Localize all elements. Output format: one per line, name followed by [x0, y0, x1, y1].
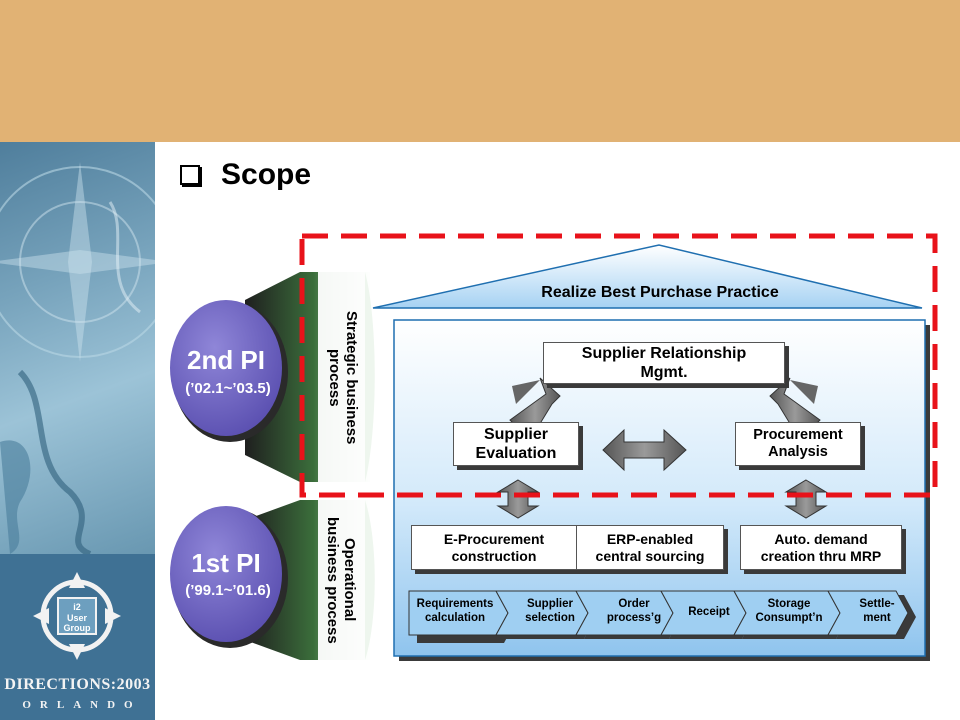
header-band [0, 0, 960, 142]
operational-process-label: Operational business process [324, 516, 358, 644]
svg-text:User: User [67, 613, 88, 623]
logo-subtitle: ORLANDO [22, 699, 142, 711]
process-chevrons [408, 590, 916, 643]
roof-triangle [372, 244, 923, 309]
compass-art-icon [0, 162, 155, 554]
initiative-eprocurement: E-Procurement construction [411, 525, 577, 570]
step-settlement: Settle- ment [859, 598, 895, 624]
step-requirements: Requirements calculation [416, 598, 494, 624]
step-storage: Storage Consumpt’n [755, 598, 823, 624]
initiative-auto-demand: Auto. demand creation thru MRP [740, 525, 902, 570]
phase-2nd-period: (’02.1~’03.5) [185, 380, 271, 397]
phase-2nd-title: 2nd PI [186, 345, 265, 375]
phase-1st-period: (’99.1~’01.6) [185, 582, 271, 599]
initiative-erp-sourcing: ERP-enabled central sourcing [576, 525, 724, 570]
checkbox-bullet-icon [180, 165, 200, 185]
phase-circle-1st [170, 506, 282, 642]
slide-title: Scope [221, 158, 312, 191]
phase-circle-2nd [170, 300, 282, 436]
step-order-process: Order process’g [606, 598, 662, 624]
logo-title: DIRECTIONS:2003 [4, 676, 151, 693]
chevron-settlement [827, 590, 909, 636]
double-arrow-vertical-right-icon [784, 479, 828, 519]
svg-text:Group: Group [64, 623, 91, 633]
roof-label: Realize Best Purchase Practice [541, 284, 779, 301]
directions-logo: i2 User Group DIRECTIONS:2003 ORLANDO [0, 554, 155, 720]
procurement-analysis-box: Procurement Analysis [735, 422, 861, 466]
srm-box: Supplier Relationship Mgmt. [543, 342, 785, 384]
slide-title-row: Scope [180, 158, 311, 192]
decorative-map-panel: i2 User Group DIRECTIONS:2003 ORLANDO [0, 142, 155, 720]
step-receipt: Receipt [688, 606, 730, 618]
double-arrow-vertical-left-icon [496, 479, 540, 519]
scope-dashed-frame [299, 233, 938, 498]
strategic-process-label: Strategic business process [326, 311, 360, 445]
logo-badge-icon: i2 User Group [33, 572, 121, 660]
double-arrow-horizontal-icon [602, 428, 687, 472]
supplier-evaluation-box: Supplier Evaluation [453, 422, 579, 466]
svg-text:i2: i2 [73, 602, 81, 612]
step-supplier-selection: Supplier selection [525, 598, 575, 624]
phase-1st-title: 1st PI [191, 548, 261, 578]
